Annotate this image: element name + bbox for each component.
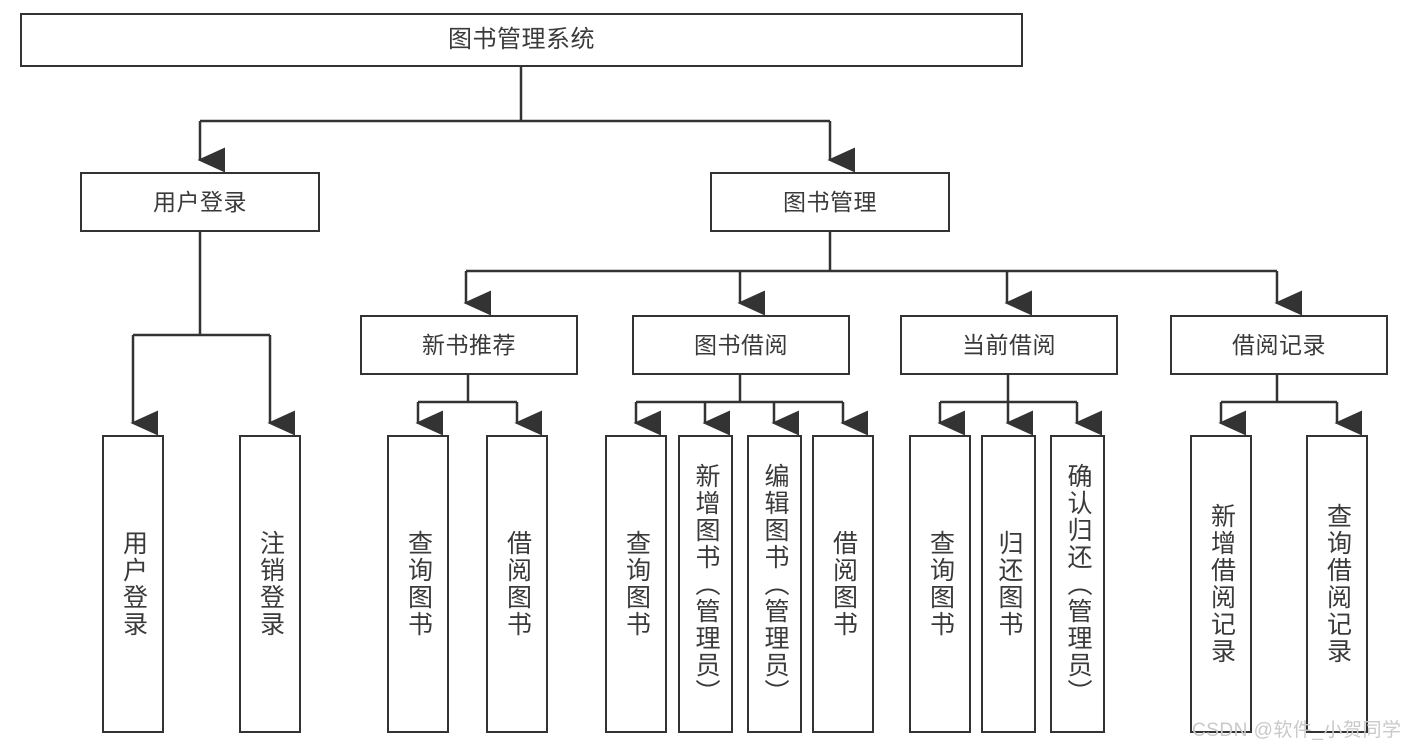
- node-current-borrow[interactable]: 当前借阅: [900, 315, 1118, 375]
- node-label: 用户登录: [119, 530, 148, 638]
- leaf-current-confirm-return-admin[interactable]: 确认归还（管理员）: [1050, 435, 1105, 733]
- node-label: 新书推荐: [422, 331, 516, 358]
- node-label: 查询图书: [622, 530, 651, 638]
- leaf-borrow-borrow-book[interactable]: 借阅图书: [812, 435, 874, 733]
- node-label: 当前借阅: [962, 331, 1056, 358]
- leaf-user-login-logout[interactable]: 注销登录: [239, 435, 301, 733]
- leaf-borrow-query-book[interactable]: 查询图书: [605, 435, 667, 733]
- node-label: 编辑图书（管理员）: [761, 462, 789, 706]
- node-book-management[interactable]: 图书管理: [710, 172, 950, 232]
- leaf-borrow-edit-book-admin[interactable]: 编辑图书（管理员）: [747, 435, 802, 733]
- node-label: 图书管理系统: [448, 26, 595, 54]
- node-label: 借阅记录: [1232, 331, 1326, 358]
- node-label: 图书管理: [783, 188, 877, 215]
- node-new-book-recommend[interactable]: 新书推荐: [360, 315, 578, 375]
- leaf-new-book-query-book[interactable]: 查询图书: [387, 435, 449, 733]
- node-label: 用户登录: [153, 188, 247, 215]
- node-label: 新增图书（管理员）: [692, 462, 720, 706]
- node-label: 归还图书: [995, 530, 1023, 638]
- leaf-current-return-book[interactable]: 归还图书: [981, 435, 1036, 733]
- node-root-book-management-system[interactable]: 图书管理系统: [20, 13, 1023, 67]
- leaf-record-query-record[interactable]: 查询借阅记录: [1306, 435, 1368, 733]
- csdn-watermark: CSDN @软件_小贺同学: [1192, 720, 1402, 741]
- node-label: 借阅图书: [503, 530, 532, 638]
- leaf-record-add-record[interactable]: 新增借阅记录: [1190, 435, 1252, 733]
- node-borrow-record[interactable]: 借阅记录: [1170, 315, 1388, 375]
- node-label: 查询图书: [404, 530, 433, 638]
- node-label: 注销登录: [256, 530, 285, 638]
- node-label: 查询图书: [926, 530, 955, 638]
- node-book-borrow[interactable]: 图书借阅: [632, 315, 850, 375]
- node-label: 查询借阅记录: [1323, 503, 1352, 665]
- node-label: 借阅图书: [829, 530, 858, 638]
- leaf-new-book-borrow-book[interactable]: 借阅图书: [486, 435, 548, 733]
- node-user-login[interactable]: 用户登录: [80, 172, 320, 232]
- leaf-borrow-add-book-admin[interactable]: 新增图书（管理员）: [678, 435, 733, 733]
- leaf-user-login-login[interactable]: 用户登录: [102, 435, 164, 733]
- node-label: 新增借阅记录: [1207, 503, 1236, 665]
- node-label: 确认归还（管理员）: [1064, 462, 1092, 706]
- node-label: 图书借阅: [694, 331, 788, 358]
- leaf-current-query-book[interactable]: 查询图书: [909, 435, 971, 733]
